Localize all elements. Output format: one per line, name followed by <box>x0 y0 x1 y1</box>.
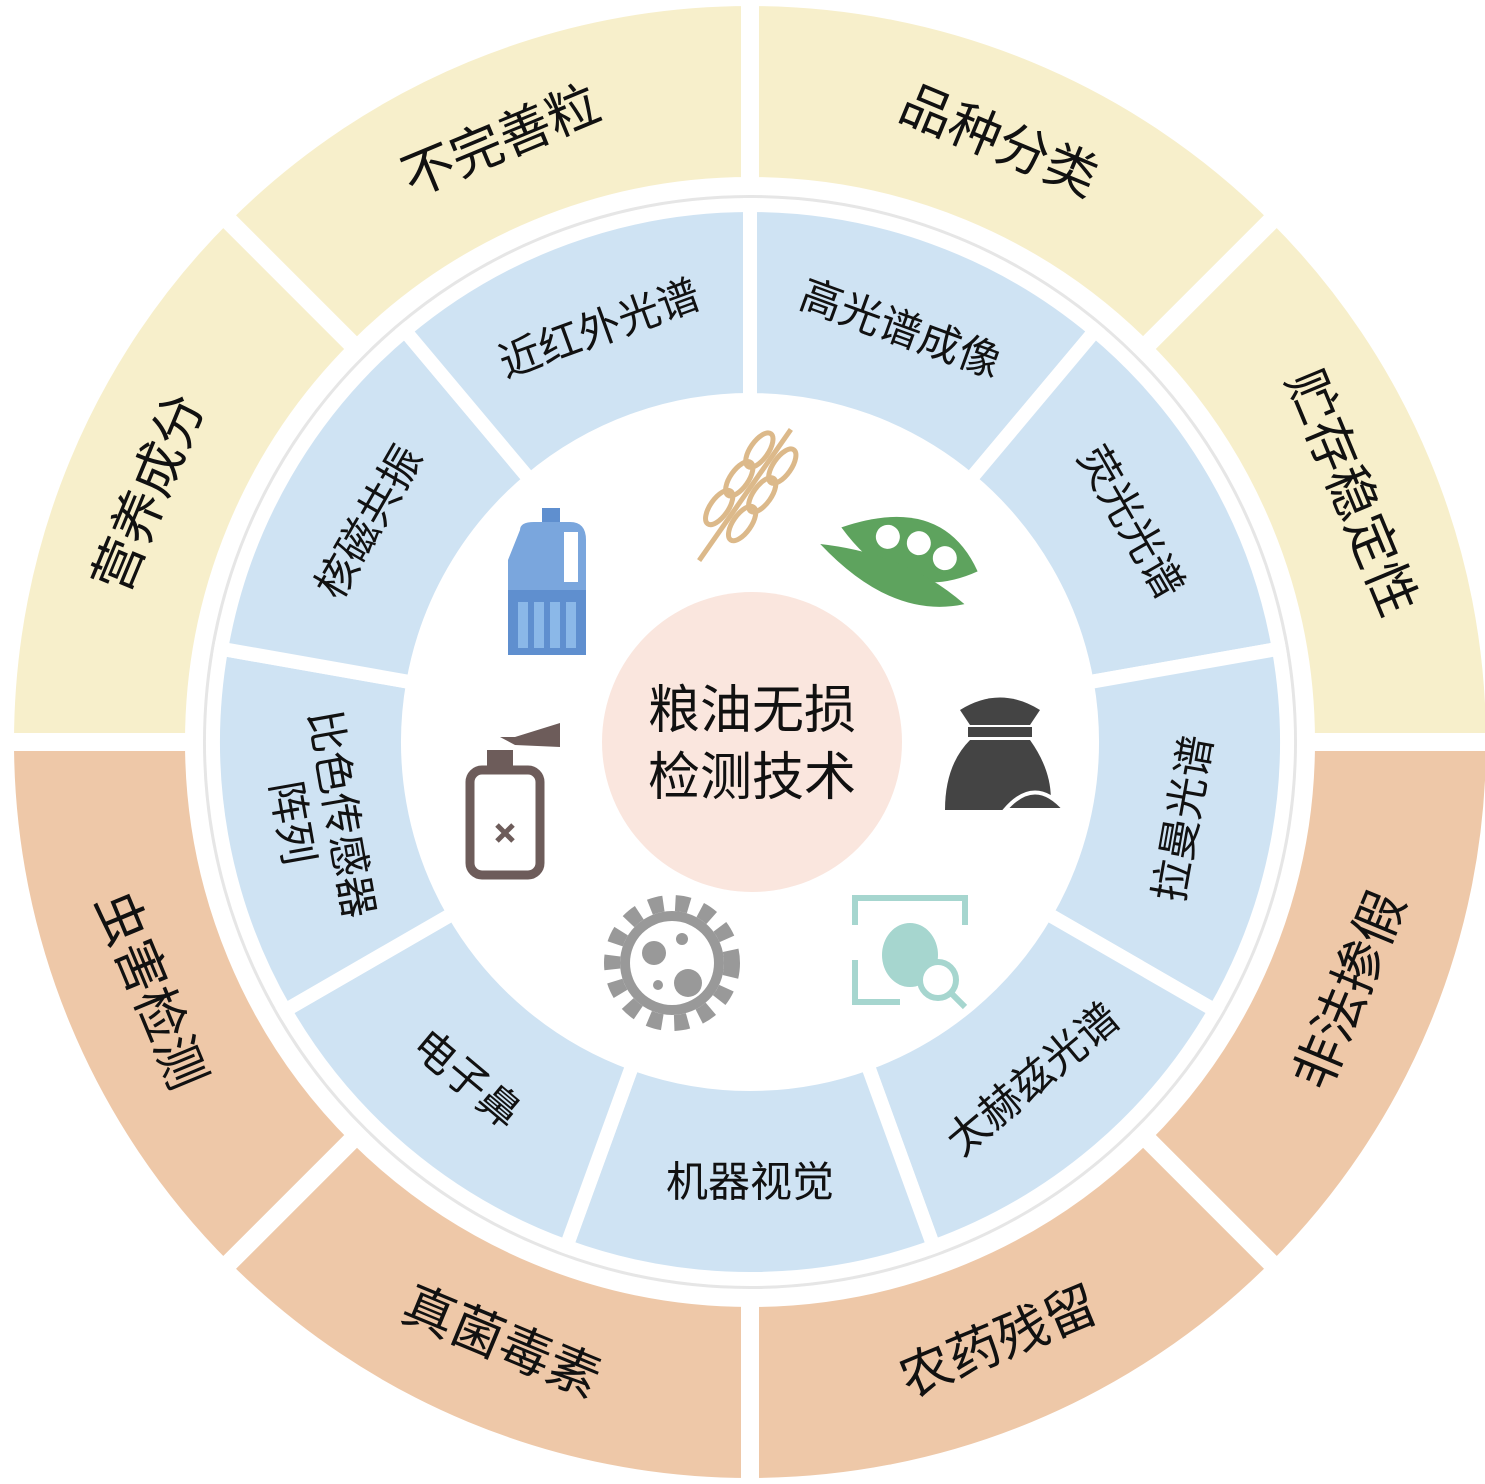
microbe-icon <box>604 895 740 1031</box>
outer-segment <box>741 1122 1290 1484</box>
center-title-line-1: 粮油无损 <box>648 681 856 741</box>
oil-bottle-icon <box>508 508 586 655</box>
technique-label: 机器视觉 <box>666 1158 834 1207</box>
icons <box>465 428 1070 1031</box>
center-title-line-2: 检测技术 <box>648 748 856 808</box>
wheat-icon <box>697 428 799 562</box>
flour-sack-icon <box>945 697 1070 812</box>
center-circle <box>602 592 902 892</box>
outer-segment <box>1130 202 1485 751</box>
bug-scan-icon <box>852 895 968 1010</box>
soybean-icon <box>820 516 978 607</box>
outer-segment <box>210 0 759 362</box>
spray-bottle-icon <box>465 723 560 880</box>
